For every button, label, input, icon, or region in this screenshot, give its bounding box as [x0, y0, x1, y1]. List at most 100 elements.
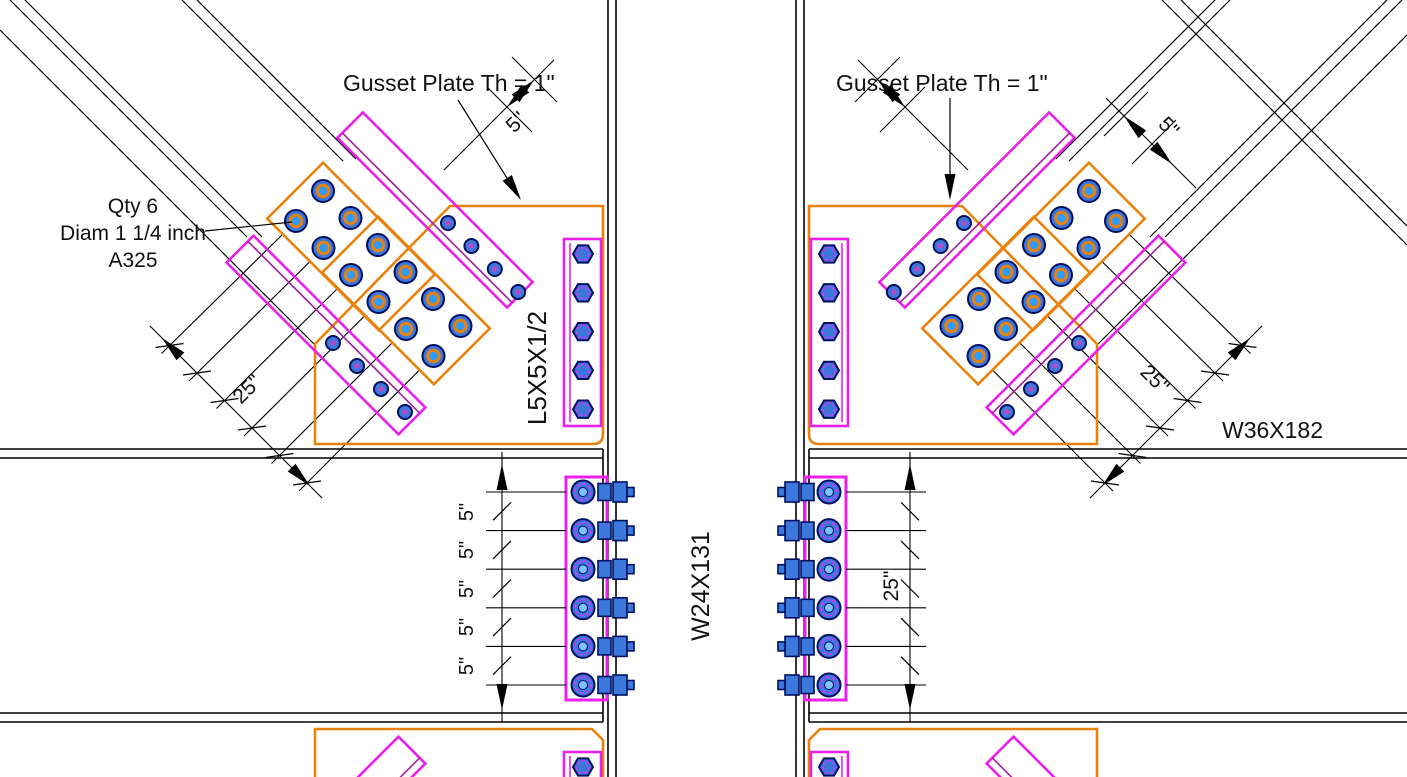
bolt-side-view-icon	[597, 519, 635, 542]
leaders-layer	[204, 91, 1197, 232]
bolt-thread-circle	[575, 759, 591, 775]
bolt-nut	[612, 635, 628, 658]
connection-detail-right	[778, 0, 1407, 777]
column-angle-outline	[562, 237, 603, 428]
bolt-icon	[570, 518, 596, 544]
bolt-icon	[366, 233, 390, 257]
bolt-icon	[373, 381, 389, 397]
angle-outline	[224, 233, 428, 437]
bolt-icon	[510, 284, 527, 300]
bolt-center	[578, 602, 588, 613]
bolt-icon	[570, 633, 596, 659]
arrowhead-icon	[944, 174, 956, 200]
bolt-center	[402, 409, 408, 415]
lower-brace-angle	[224, 734, 428, 777]
bolt-icon	[570, 595, 596, 621]
bolt-icon	[394, 317, 418, 341]
extension-line	[271, 342, 393, 464]
bolt-side-view-icon	[597, 596, 635, 619]
bolt-shank-tip	[626, 641, 635, 652]
brace-angle-lower	[224, 233, 428, 437]
bolt-note-diam: Diam 1 1/4 inch	[60, 222, 206, 245]
hex-bolt-icon	[571, 283, 595, 303]
bolt-center	[374, 297, 383, 307]
bolt-thread-circle	[574, 560, 592, 578]
brace-edge-line	[0, 29, 315, 345]
bolt-thread-circle	[575, 402, 591, 417]
bolt-icon	[311, 236, 336, 260]
gusset-plate-label-left: Gusset Plate Th = 1"	[343, 70, 555, 96]
bolt-center	[445, 220, 451, 226]
bolt-side-view-icon	[597, 481, 635, 503]
hex-bolt-icon	[571, 360, 595, 381]
bolt-icon	[393, 260, 418, 284]
angle-heel-line	[247, 757, 421, 777]
bolt-nut	[612, 674, 628, 696]
bolt-note-grade: A325	[108, 249, 157, 272]
extension-line	[1103, 91, 1149, 137]
bolt-side-view-icon	[597, 674, 635, 696]
dim-5in-brace-left: 5"	[502, 108, 532, 138]
dimension-tick	[492, 656, 512, 676]
bolt-side-view-icon	[597, 635, 635, 658]
bolt-icon	[448, 314, 473, 338]
bolt-thread-circle	[575, 285, 591, 300]
bolt-thread-circle	[574, 637, 592, 656]
bolt-thread-circle	[575, 246, 591, 262]
extension-line	[486, 86, 533, 133]
bolt-center	[401, 267, 410, 277]
dim-5in-brace-right	[1103, 91, 1197, 189]
lower-gusset-outline	[313, 727, 605, 777]
bolt-shank-tip	[626, 602, 635, 614]
bolt-thread-circle	[574, 483, 592, 501]
bolt-icon	[570, 672, 596, 698]
arrowhead-icon	[496, 464, 508, 490]
bolt-nut	[612, 519, 628, 542]
bolt-icon	[421, 344, 446, 368]
dimension-tick	[492, 579, 512, 598]
arrowhead-icon	[287, 463, 314, 490]
dimension-line	[443, 59, 555, 171]
bolt-center	[401, 324, 411, 334]
dim-5in-brace	[443, 56, 558, 171]
splice-gap-dim-3: 5"	[456, 580, 478, 598]
brace-edge-line	[196, 0, 357, 160]
bolt-icon	[486, 261, 503, 277]
bolt-thread-circle	[574, 599, 592, 617]
dimension-tick	[492, 617, 512, 637]
bolt-icon	[311, 179, 335, 203]
bolt-head	[597, 559, 612, 579]
bolt-nut	[612, 596, 628, 619]
bolt-head	[597, 482, 612, 502]
bolt-head	[597, 598, 612, 618]
arrowhead-icon	[158, 334, 185, 361]
arrowhead-icon	[496, 684, 508, 710]
extension-line	[1131, 119, 1177, 165]
bolt-thread-circle	[574, 676, 592, 694]
leader-line	[204, 221, 293, 232]
bolt-center	[456, 321, 465, 331]
bolt-icon	[339, 263, 363, 287]
bolt-note-qty: Qty 6	[108, 195, 158, 218]
bolt-center	[318, 186, 328, 196]
brace-edge-line	[24, 0, 263, 238]
bolt-icon	[284, 209, 308, 233]
bolt-center	[578, 680, 588, 690]
connection-detail-left	[0, 0, 635, 777]
extension-line	[511, 56, 558, 103]
beam-size-label: W36X182	[1222, 417, 1323, 443]
extension-line	[298, 369, 420, 492]
bolt-center	[291, 216, 301, 226]
dim-25in-brace-left: 25"	[228, 370, 266, 408]
splice-gap-dim-1: 5"	[456, 503, 478, 521]
dim-splice-vertical	[486, 452, 566, 722]
arrowhead-icon	[1120, 112, 1147, 139]
bolt-icon	[570, 479, 596, 505]
splice-gap-dim-2: 5"	[456, 541, 478, 559]
brace-angle-upper	[335, 110, 535, 310]
bolt-center	[578, 564, 588, 575]
angle-outline	[224, 734, 428, 777]
